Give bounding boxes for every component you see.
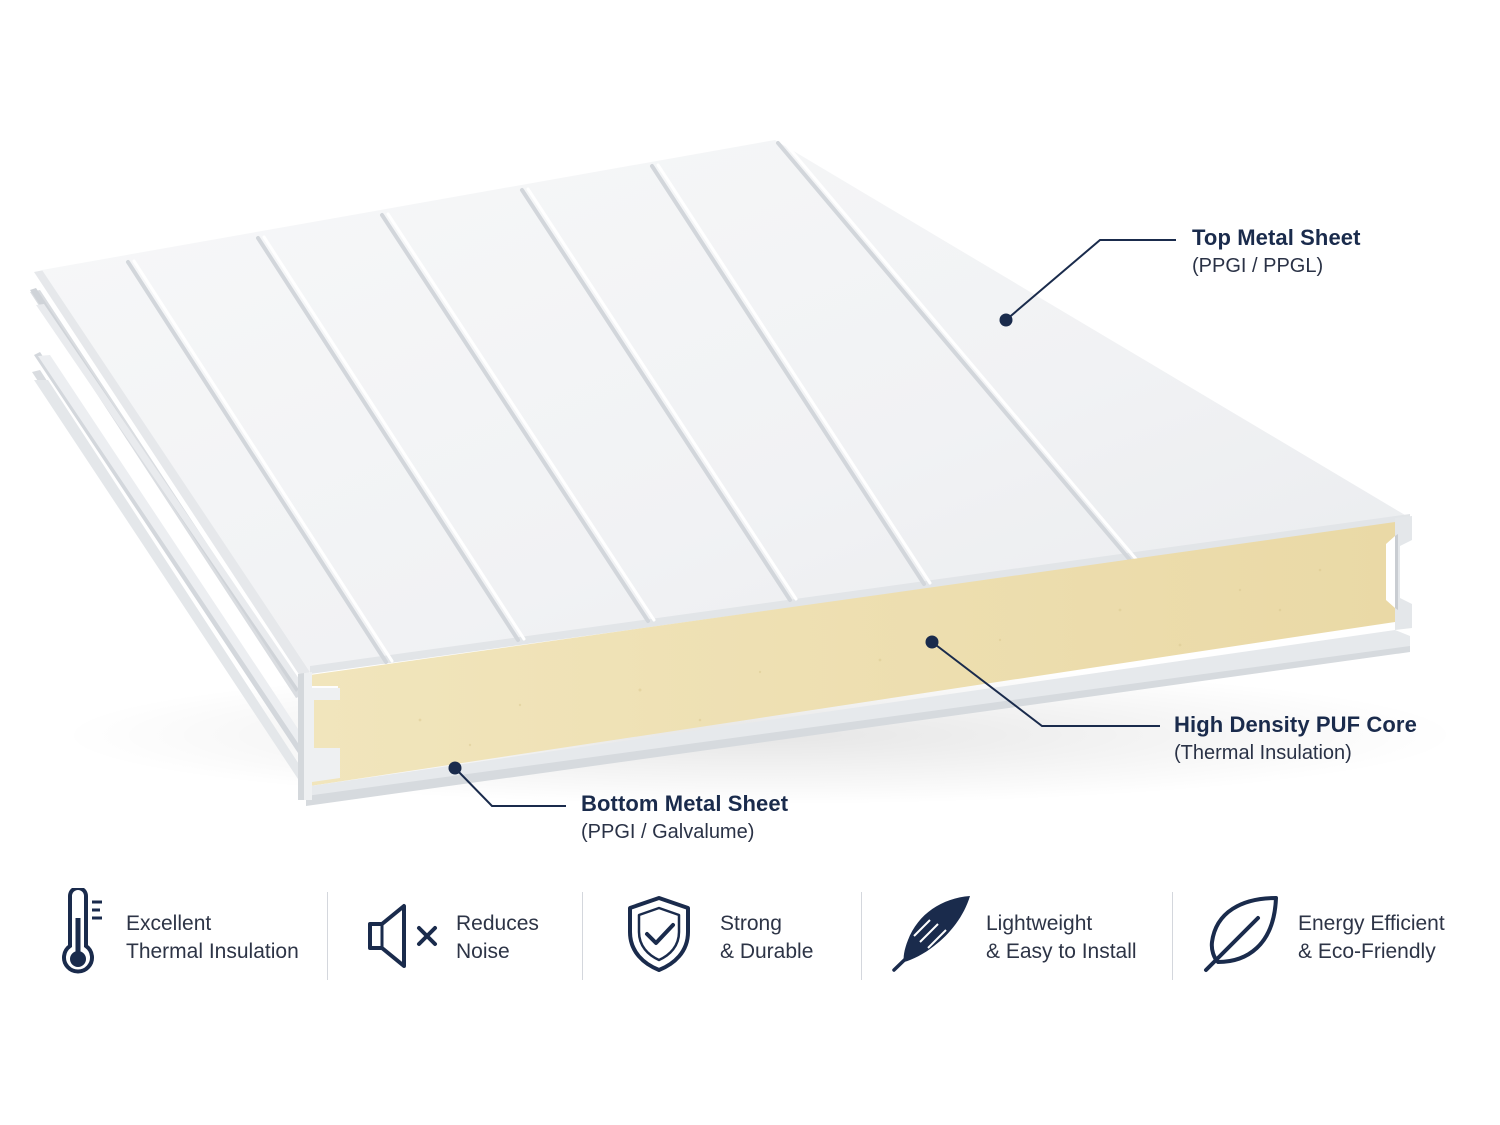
panel-front-left-profile [298, 672, 340, 800]
feature-line-2: & Durable [720, 940, 814, 963]
feature-divider [1172, 892, 1173, 980]
top-metal-sheet [42, 140, 1410, 672]
feature-divider [327, 892, 328, 980]
shield-check-icon [628, 896, 690, 972]
panel-right-edge [1395, 516, 1412, 630]
bottom-metal-sheet [306, 630, 1410, 800]
feature-noise: Reduces Noise [366, 880, 566, 990]
panel-left-edge [30, 270, 312, 782]
callout-top-metal-sheet: Top Metal Sheet (PPGI / PPGL) [1192, 224, 1361, 280]
leaf-icon [1204, 896, 1278, 972]
feature-line-1: Lightweight [986, 912, 1093, 935]
callout-puf-core: High Density PUF Core (Thermal Insulatio… [1174, 711, 1417, 767]
thermometer-icon [62, 888, 102, 974]
callout-subtitle: (Thermal Insulation) [1174, 742, 1352, 764]
feature-line-2: Thermal Insulation [126, 940, 299, 963]
feature-thermal: Excellent Thermal Insulation [56, 880, 326, 990]
callout-subtitle: (PPGI / Galvalume) [581, 821, 755, 843]
feature-line-2: Noise [456, 940, 510, 963]
feature-eco: Energy Efficient & Eco-Friendly [1202, 880, 1482, 990]
callout-title: Top Metal Sheet [1192, 225, 1361, 250]
callout-title: Bottom Metal Sheet [581, 791, 789, 816]
feature-line-1: Excellent [126, 912, 212, 935]
feature-durable: Strong & Durable [624, 880, 844, 990]
feature-divider [861, 892, 862, 980]
feature-strip: Excellent Thermal Insulation Reduces Noi… [0, 880, 1500, 990]
speaker-mute-icon [368, 904, 437, 968]
callout-title: High Density PUF Core [1174, 712, 1417, 737]
feature-line-2: & Easy to Install [986, 940, 1137, 963]
puf-core [310, 522, 1395, 786]
bottom-sheet-marker [448, 761, 462, 775]
feature-line-1: Energy Efficient [1298, 912, 1445, 935]
feather-icon [892, 896, 970, 972]
top-sheet-marker [999, 313, 1013, 327]
top-sheet-ribs [126, 140, 1138, 664]
callout-bottom-metal-sheet: Bottom Metal Sheet (PPGI / Galvalume) [581, 790, 788, 846]
callout-subtitle: (PPGI / PPGL) [1192, 255, 1324, 277]
feature-lightweight: Lightweight & Easy to Install [890, 880, 1160, 990]
feature-line-1: Strong [720, 912, 782, 935]
feature-divider [582, 892, 583, 980]
callout-leaders [454, 239, 1176, 807]
feature-line-1: Reduces [456, 912, 539, 935]
feature-line-2: & Eco-Friendly [1298, 940, 1436, 963]
core-marker [925, 635, 939, 649]
